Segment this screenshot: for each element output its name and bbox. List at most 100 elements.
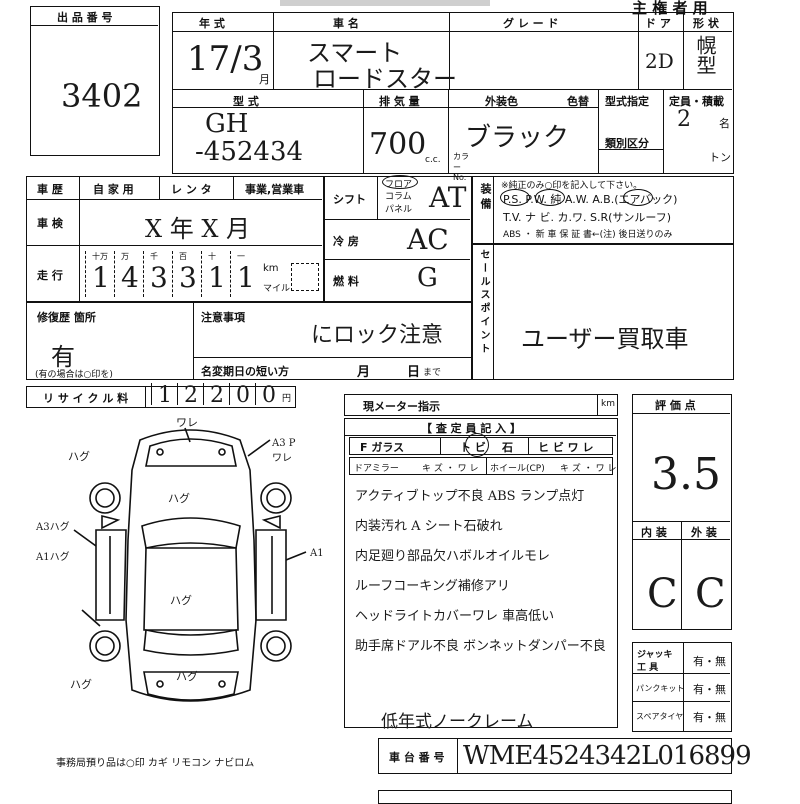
- equipment-box: 装 備 ※純正のみ○印を記入して下さい。 P.S. P.W. 純 A.W. A.…: [472, 176, 734, 244]
- diagram-mark-8: A1: [310, 548, 324, 559]
- diagram-mark-6: A1ハグ: [36, 552, 70, 563]
- mile-checkbox[interactable]: [291, 263, 319, 291]
- repair-box: 修復歴 箇所 有 (有の場合は○印を) 注意事項 にロック注意 名変期日の短い方…: [26, 302, 472, 380]
- car-name-line2: ロードスター: [313, 65, 457, 93]
- glass-label: F ガラス: [360, 441, 405, 454]
- puncture-label: パンクキット: [636, 684, 685, 693]
- inspector-note: ヘッドライトカバーワレ 車高低い: [355, 609, 555, 624]
- km-unit: km: [263, 263, 279, 274]
- color-label: 外装色: [485, 95, 518, 108]
- expiry-label: 名変期日の短い方: [201, 365, 289, 378]
- mileage-digit: 1: [208, 261, 226, 294]
- caution-value: にロック注意: [311, 323, 444, 348]
- history-business[interactable]: 事業,営業車: [245, 183, 305, 196]
- ps-circle: [500, 189, 530, 206]
- interior-label: 内 装: [641, 526, 667, 539]
- glass-stone[interactable]: 石: [502, 441, 513, 454]
- mileage-digit-unit: 千: [150, 252, 158, 261]
- displacement-value: 700: [369, 127, 427, 162]
- recycle-digit: 0: [255, 383, 279, 408]
- jack-options[interactable]: 有・無: [693, 655, 726, 668]
- grade-label: グ レ ー ド: [503, 17, 559, 30]
- sales-point-box: セ ー ル ス ポ イ ン ト ユーザー買取車: [472, 244, 734, 380]
- car-name-line1: スマート: [307, 39, 403, 67]
- repair-note: (有の場合は○印を): [35, 370, 113, 380]
- recycle-digit: 1: [151, 383, 175, 408]
- expiry-suffix: まで: [423, 368, 442, 378]
- history-box: 車 歴 自 家 用 レ ン タ 事業,営業車 車 検 X 年 X 月 走 行 十…: [26, 176, 324, 302]
- equipment-label: 装 備: [479, 183, 492, 209]
- tools-box: ジャッキ 工 具 有・無 パンクキット 有・無 スペアタイヤ 有・無: [632, 642, 732, 732]
- inspection-value: X 年 X 月: [145, 215, 251, 243]
- history-rental[interactable]: レ ン タ: [171, 183, 212, 196]
- mileage-digit: 4: [121, 261, 139, 294]
- mirror-wheel-row: ドアミラー キ ズ ・ ワ レ ホイール(CP) キ ズ ・ ワ レ: [349, 457, 617, 475]
- inspector-note: 助手席ドアル不良 ボンネットダンパー不良: [355, 639, 606, 654]
- puncture-options[interactable]: 有・無: [693, 683, 726, 696]
- mileage-label: 走 行: [37, 269, 63, 282]
- lot-number-value: 3402: [61, 77, 143, 115]
- glass-crack[interactable]: ヒ ビ ワ レ: [538, 441, 594, 454]
- inspector-header: 【 査 定 員 記 入 】: [421, 422, 521, 435]
- month-suffix: 月: [259, 73, 270, 86]
- fuel-value: G: [417, 263, 438, 293]
- model-value-line1: GH: [205, 109, 249, 139]
- mile-unit: マイル: [263, 284, 291, 294]
- diagram-mark-7: ハグ: [170, 594, 192, 607]
- meter-unit: km: [601, 399, 615, 409]
- chassis-label: 車 台 番 号: [389, 751, 445, 764]
- vehicle-info-box: 年 式 車 名 グ レ ー ド ド ア 形 状 17/3 月 スマート ロードス…: [172, 12, 734, 182]
- frame-note: 低年式ノークレーム: [381, 712, 534, 732]
- expiry-day: 日: [407, 365, 421, 380]
- ac-value: AC: [407, 223, 449, 256]
- capacity-unit: 名: [719, 117, 730, 130]
- mileage-digit-unit: 万: [121, 252, 129, 261]
- recycle-unit: 円: [282, 394, 292, 404]
- shift-column[interactable]: コラム: [385, 192, 412, 202]
- model-value-line2: -452434: [195, 137, 304, 167]
- equipment-note: ※純正のみ○印を記入して下さい。: [501, 181, 643, 191]
- color-value: ブラック: [465, 123, 570, 153]
- color-change-label: 色替: [567, 95, 589, 108]
- shift-panel[interactable]: パネル: [385, 205, 413, 215]
- header-smudge: [280, 0, 490, 6]
- interior-value: C: [647, 571, 678, 617]
- mileage-digit: 3: [150, 261, 168, 294]
- ton-unit: トン: [709, 151, 731, 164]
- score-label: 評 価 点: [655, 399, 696, 412]
- mirror-options[interactable]: キ ズ ・ ワ レ: [422, 464, 479, 474]
- type-spec-label: 型式指定: [605, 95, 649, 108]
- chassis-box: 車 台 番 号 WME4524342L016899: [378, 738, 752, 774]
- inspection-label: 車 検: [37, 217, 63, 230]
- history-private[interactable]: 自 家 用: [93, 183, 134, 196]
- diagram-footer: 事務局預り品は○印 カギ リモコン ナビロム: [56, 758, 255, 769]
- doors-label: ド ア: [645, 17, 671, 30]
- class-label: 類別区分: [605, 137, 649, 150]
- chassis-value: WME4524342L016899: [463, 741, 752, 771]
- diagram-mark-10: ハグ: [176, 670, 198, 683]
- spare-options[interactable]: 有・無: [693, 711, 726, 724]
- diagram-mark-9: ハグ: [70, 678, 92, 691]
- inspector-note: 内装汚れ A シート石破れ: [355, 519, 503, 534]
- fuel-label: 燃 料: [333, 275, 359, 288]
- cc-unit: c.c.: [425, 155, 441, 165]
- specs-box: シフト フロア コラム パネル AT 冷 房 AC 燃 料 G: [324, 175, 472, 302]
- wheel-options[interactable]: キ ズ ・ ワ レ: [560, 464, 617, 474]
- lot-number-label: 出 品 番 号: [57, 11, 113, 24]
- diagram-mark-5: A3ハグ: [36, 522, 70, 533]
- recycle-digit: 2: [203, 383, 227, 408]
- capacity-value: 2: [677, 107, 691, 132]
- mileage-digit: 3: [179, 261, 197, 294]
- caution-label: 注意事項: [201, 311, 245, 324]
- score-box: 評 価 点 3.5 内 装 外 装 C C: [632, 394, 732, 630]
- recycle-digit: 2: [177, 383, 201, 408]
- mileage-digit: 1: [237, 261, 255, 294]
- mileage-digit-unit: 十万: [92, 252, 108, 261]
- shift-value: AT: [429, 181, 467, 214]
